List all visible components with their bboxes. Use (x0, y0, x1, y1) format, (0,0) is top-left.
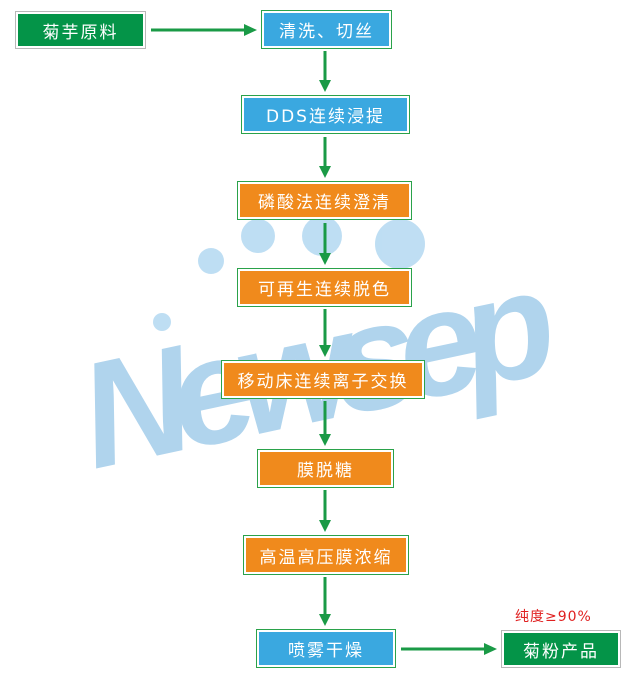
watermark-dot (241, 219, 275, 253)
step-label: 移动床连续离子交换 (224, 363, 422, 396)
watermark-dot (375, 219, 425, 269)
step-label: 菊芋原料 (18, 14, 143, 46)
step-label: 膜脱糖 (260, 452, 391, 485)
step-label: 菊粉产品 (504, 633, 618, 665)
watermark-dot (153, 313, 171, 331)
purity-note: 纯度≥90% (515, 609, 592, 625)
step-membrane-concentration: 高温高压膜浓缩 (243, 535, 409, 575)
step-inulin-product: 菊粉产品 (501, 630, 621, 668)
step-spray-drying: 喷雾干燥 (256, 629, 396, 668)
step-membrane-desugar: 膜脱糖 (257, 449, 394, 488)
flow-arrows (151, 24, 497, 655)
watermark-dot (302, 216, 342, 256)
step-wash-cut: 清洗、切丝 (261, 10, 392, 49)
step-decolorization: 可再生连续脱色 (237, 268, 412, 307)
step-label: DDS连续浸提 (244, 98, 407, 131)
step-label: 清洗、切丝 (264, 13, 389, 46)
step-label: 喷雾干燥 (259, 632, 393, 665)
step-dds-extraction: DDS连续浸提 (241, 95, 410, 134)
step-label: 磷酸法连续澄清 (240, 184, 409, 217)
step-label: 可再生连续脱色 (240, 271, 409, 304)
watermark-dot (198, 248, 224, 274)
step-ion-exchange: 移动床连续离子交换 (221, 360, 425, 399)
step-label: 高温高压膜浓缩 (246, 538, 406, 572)
step-raw-material: 菊芋原料 (15, 11, 146, 49)
step-phosphoric-clarification: 磷酸法连续澄清 (237, 181, 412, 220)
